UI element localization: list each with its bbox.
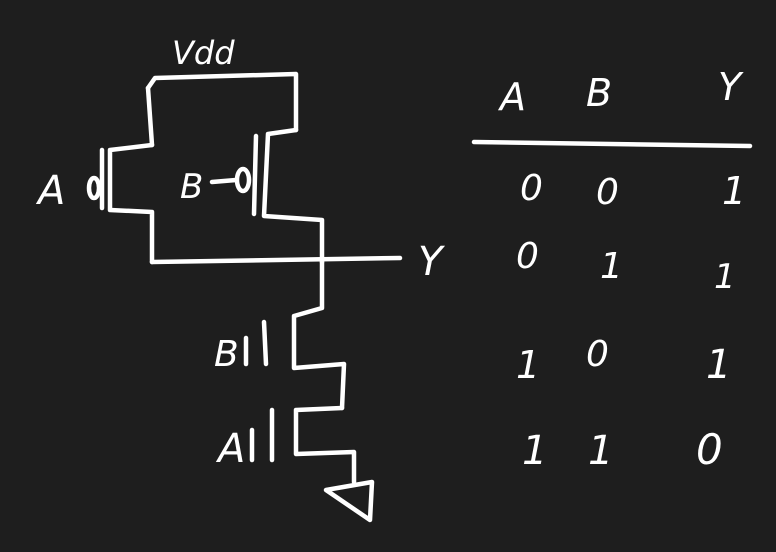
truth-table-header-b: B [586,71,612,115]
truth-table-header-y: Y [718,65,744,109]
pmos-b-gate-plate [251,133,259,217]
pmos-a-transistor [107,142,155,265]
supply-label: Vdd [172,34,235,72]
output-label: Y [418,239,446,285]
pmos-a-gate-bubble [86,175,102,201]
truth-table-divider [471,139,753,149]
row4-b: 1 [588,428,613,474]
row2-y: 1 [714,257,736,297]
nmos-a-transistor [293,405,357,485]
row1-y: 1 [722,169,746,213]
output-wire [149,255,403,265]
row3-y: 1 [706,342,731,388]
pmos-b-gate-lead [209,177,239,185]
truth-table: A B Y 0 0 1 0 1 1 1 0 1 1 1 0 [471,65,753,474]
ground-symbol [323,479,375,523]
pmos-b-gate-bubble [234,166,252,194]
row4-a: 1 [522,428,547,474]
pmos-b-gate-label: B [180,167,203,207]
pmos-a-gate-label: A [35,168,65,214]
truth-table-header-a: A [497,75,526,119]
row4-y: 0 [696,425,723,474]
row3-b: 0 [586,334,609,375]
row1-b: 0 [596,172,619,213]
nmos-a-gate-label: A [215,426,245,472]
nmos-b-gate-label: B [214,334,239,375]
vdd-rail [145,71,299,133]
row2-a: 0 [516,236,539,277]
row2-b: 1 [600,246,623,287]
row1-a: 0 [520,168,543,209]
pmos-a-source-wire [145,85,155,148]
pmos-b-transistor [261,127,325,265]
nmos-b-transistor [291,259,347,411]
row3-a: 1 [516,343,540,387]
nmos-b-gate-plate [261,319,269,367]
